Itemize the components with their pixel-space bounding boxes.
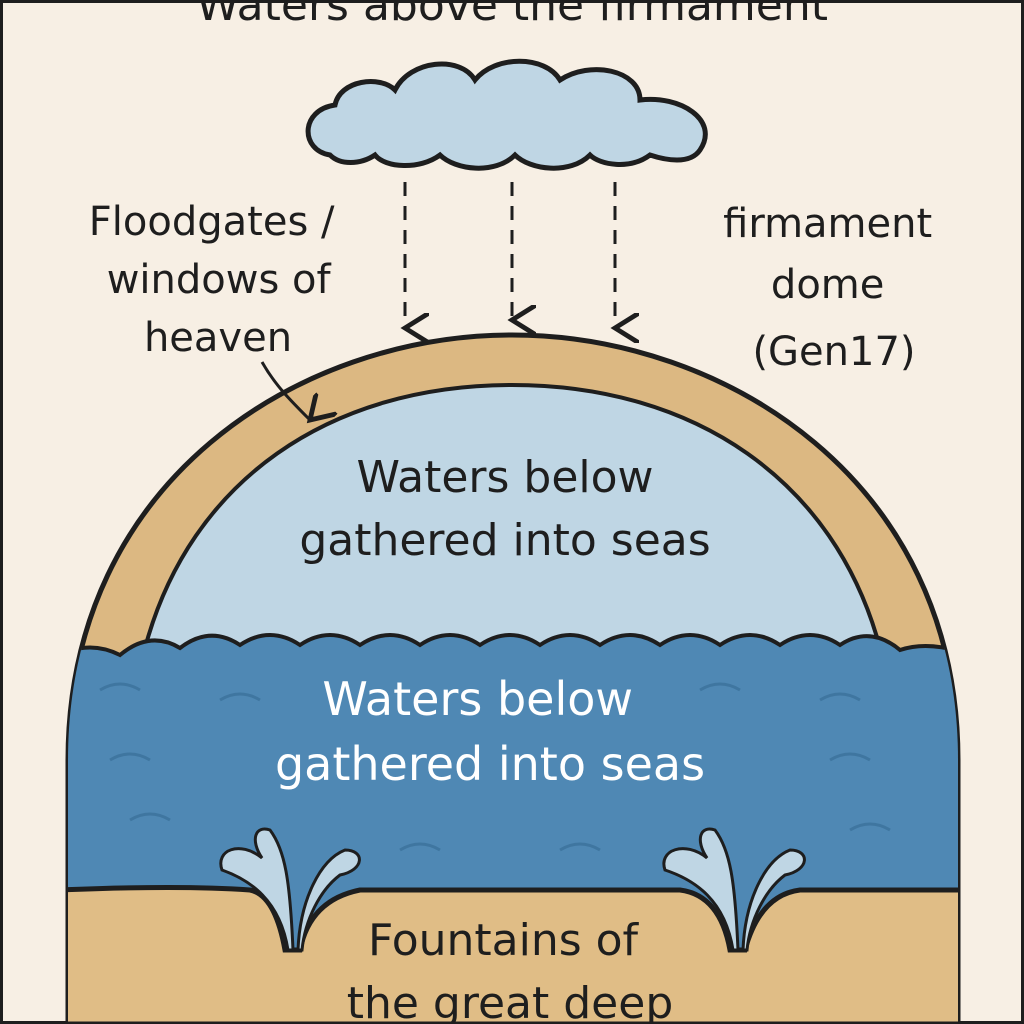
fountain-icon [662, 827, 806, 952]
fountain-icon [219, 827, 361, 952]
waves [99, 682, 891, 852]
fountains-label: Fountains of the great deep [347, 915, 674, 1024]
cloud-icon [305, 58, 708, 171]
ground [68, 885, 958, 1024]
title: Waters above the firmament [196, 0, 828, 31]
firmament-label: firmament dome (Gen17) [723, 201, 945, 375]
upper-waters-label: Waters below gathered into seas [299, 452, 710, 566]
floodgates-label: Floodgates / windows of heaven [89, 199, 347, 361]
sea-label: Waters below gathered into seas [275, 672, 705, 791]
upper-waters [142, 382, 883, 650]
pointer-arrow [260, 361, 310, 420]
